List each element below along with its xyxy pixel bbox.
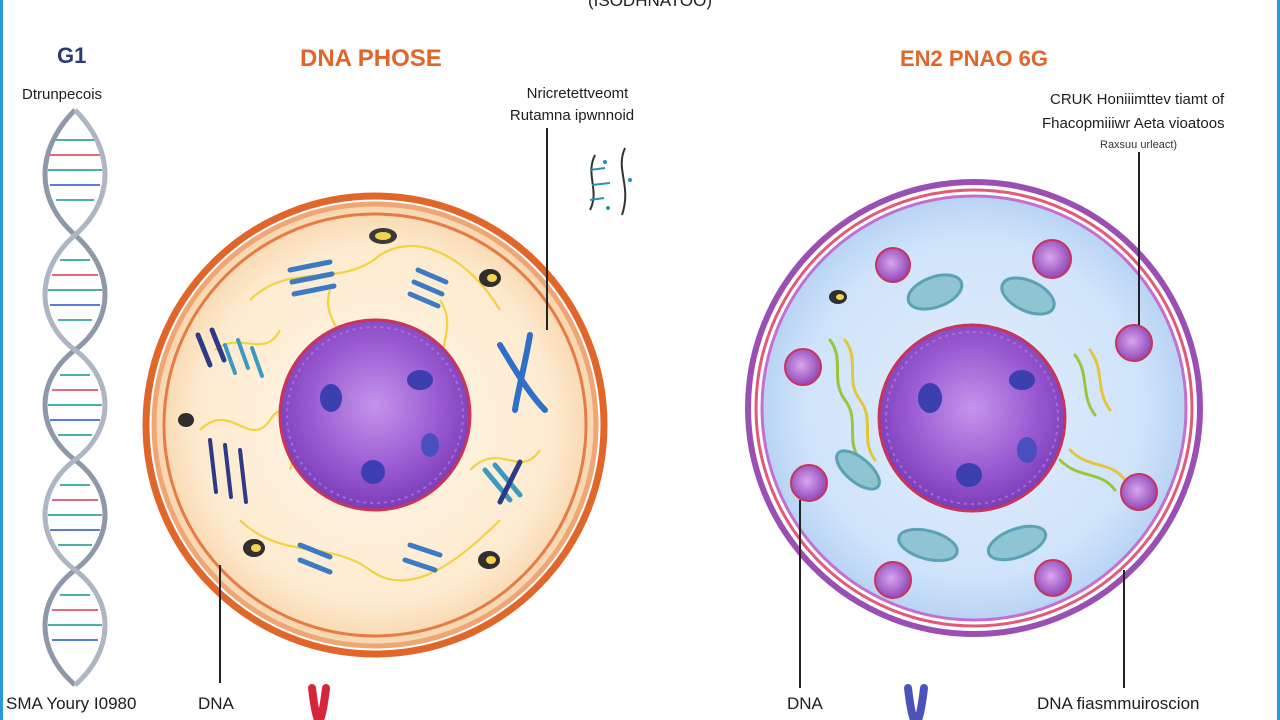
dna-phase-annotation-line2: Rutamna ipwnnoid bbox=[509, 107, 635, 124]
top-caption: (ISODHNATOO) bbox=[587, 0, 713, 10]
dna-double-helix bbox=[42, 108, 108, 687]
left-frame-line bbox=[0, 0, 3, 720]
dna-phase-cell bbox=[142, 192, 608, 658]
g2-bottom-label-left: DNA bbox=[787, 694, 823, 713]
blue-chromosome-icon bbox=[904, 684, 928, 720]
right-frame-line bbox=[1277, 0, 1280, 720]
g1-phase-label: G1 bbox=[57, 43, 87, 68]
dna-phase-title: DNA PHOSE bbox=[300, 45, 442, 72]
dna-phase-bottom-label: DNA bbox=[198, 694, 234, 713]
small-dna-sketch-icon bbox=[589, 147, 632, 216]
g2-annotation-line3: Raxsuu urleact) bbox=[1100, 139, 1178, 151]
g2-annotation-line2: Fhacopmiiiwr Aeta vioatoos bbox=[1042, 115, 1225, 132]
g2-bottom-label-right: DNA fiasmmuiroscion bbox=[1037, 694, 1200, 713]
red-chromosome-icon bbox=[308, 684, 330, 720]
dna-helix-top-label: Dtrunpecois bbox=[22, 86, 103, 103]
dna-phase-annotation-line1: Nricretettveomt bbox=[526, 85, 629, 102]
g2-phase-title: EN2 PNAO 6G bbox=[900, 46, 1048, 71]
g2-phase-cell bbox=[745, 179, 1203, 637]
dna-helix-bottom-label: SMA Youry I0980 bbox=[6, 694, 137, 713]
annotation-pointer-lines bbox=[219, 128, 1140, 688]
g2-annotation-line1: CRUK Honiiimttev tiamt of bbox=[1050, 91, 1225, 108]
